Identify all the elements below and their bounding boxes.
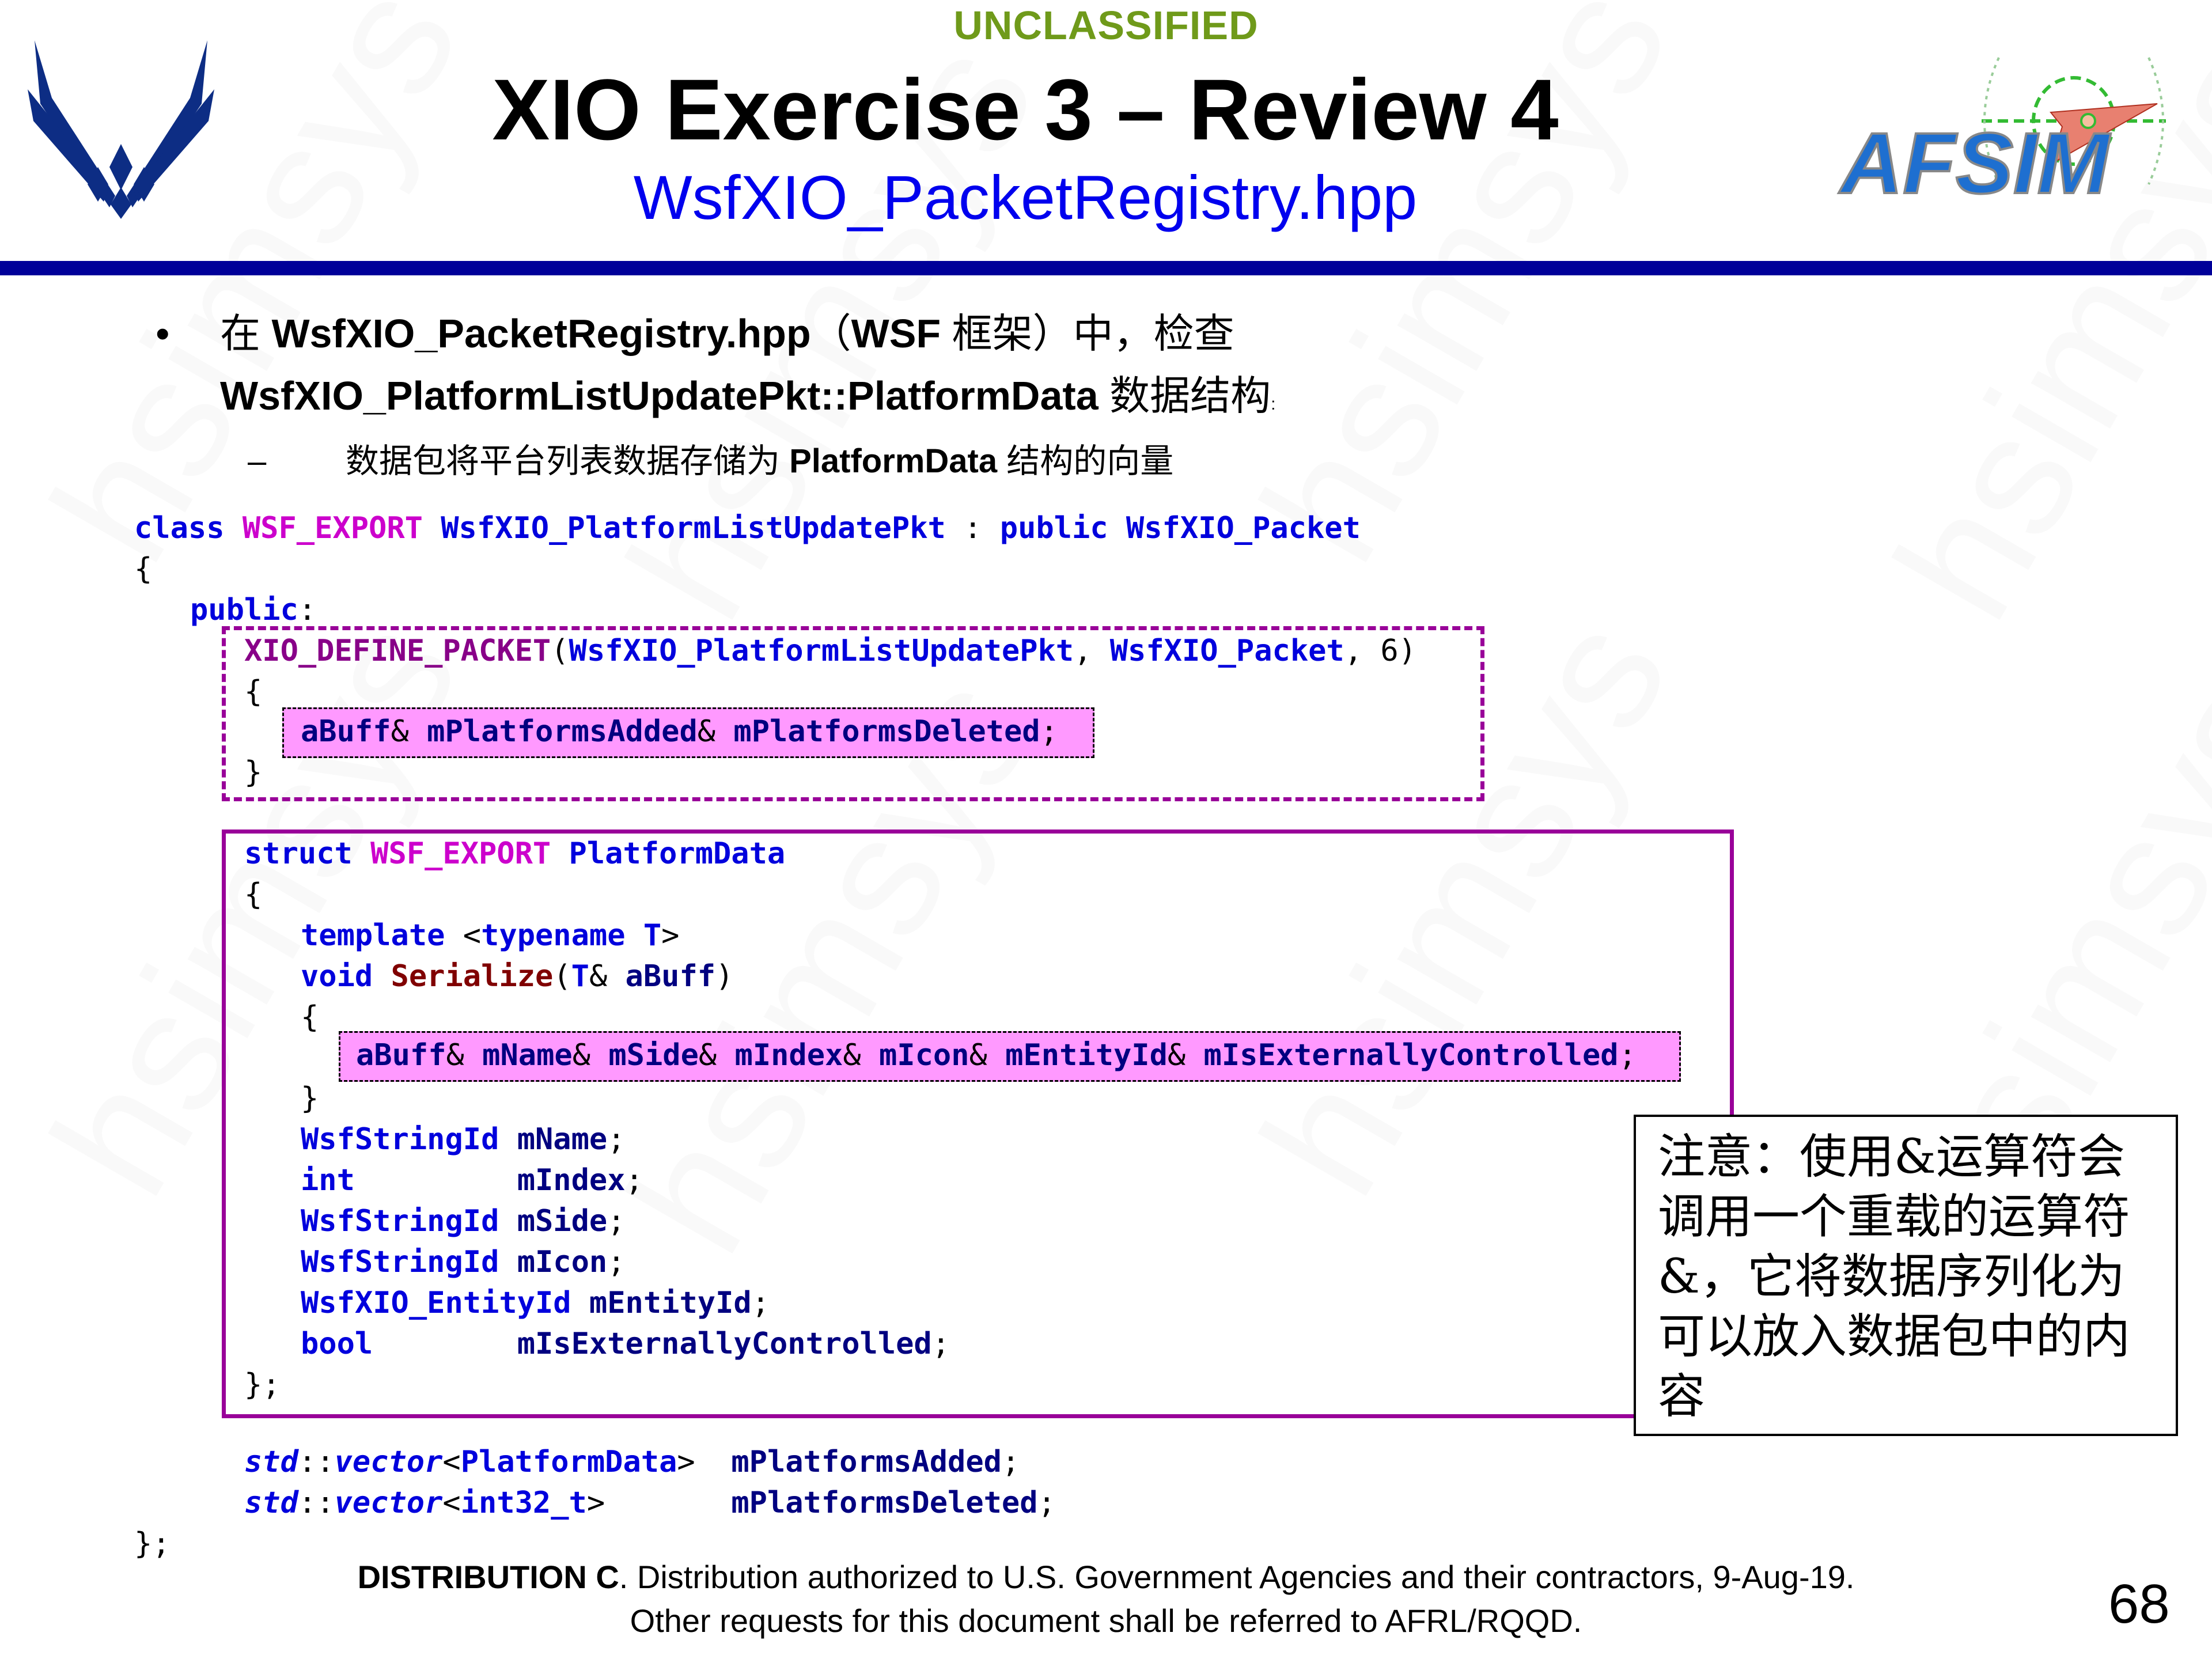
- code-line: {: [134, 552, 153, 586]
- bullet-dot: •: [156, 311, 170, 356]
- bullet-list: • 在 WsfXIO_PacketRegistry.hpp（WSF 框架）中，检…: [150, 302, 2108, 487]
- note-callout: 注意：使用&运算符会 调用一个重载的运算符 &，它将数据序列化为 可以放入数据包…: [1634, 1115, 2178, 1436]
- code-line: aBuff& mPlatformsAdded& mPlatformsDelete…: [301, 714, 1058, 749]
- code-line: public:: [190, 593, 317, 627]
- code-line: {: [244, 877, 263, 912]
- bullet-main: • 在 WsfXIO_PacketRegistry.hpp（WSF 框架）中，检…: [150, 302, 2108, 435]
- code-line: }: [301, 1081, 319, 1116]
- svg-text:AFSIM: AFSIM: [1838, 115, 2111, 211]
- code-line: void Serialize(T& aBuff): [301, 959, 734, 994]
- distribution-footer: DISTRIBUTION C. Distribution authorized …: [357, 1559, 1855, 1639]
- code-line: };: [244, 1368, 281, 1402]
- callout-line: 可以放入数据包中的内: [1658, 1309, 2131, 1364]
- us-air-force-wings-icon: [28, 40, 214, 219]
- code-line: };: [134, 1527, 171, 1561]
- code-line: }: [244, 755, 263, 790]
- member-line: bool mIsExternallyControlled;: [301, 1327, 950, 1361]
- page-number: 68: [2108, 1573, 2170, 1635]
- member-line: WsfStringId mSide;: [301, 1204, 626, 1238]
- classification-label: UNCLASSIFIED: [953, 3, 1259, 48]
- vector-line: std::vector<PlatformData> mPlatformsAdde…: [244, 1445, 1020, 1479]
- code-line: XIO_DEFINE_PACKET(WsfXIO_PlatformListUpd…: [244, 634, 1416, 668]
- member-line: int mIndex;: [301, 1163, 643, 1198]
- page-subtitle: WsfXIO_PacketRegistry.hpp: [633, 162, 1418, 232]
- callout-line: 容: [1658, 1369, 1706, 1424]
- member-line: WsfXIO_EntityId mEntityId;: [301, 1286, 770, 1320]
- callout-line: 调用一个重载的运算符: [1658, 1190, 2131, 1244]
- serialize-highlight-1: [282, 707, 1094, 758]
- sub-bullet-dash: –: [248, 442, 267, 480]
- code-line: template <typename T>: [301, 918, 680, 953]
- header-divider-bar: [0, 261, 2212, 275]
- serialize-highlight-2: [339, 1031, 1681, 1082]
- bullet-sub: – 数据包将平台列表数据存储为 PlatformData 结构的向量: [150, 435, 2108, 487]
- afsim-logo-icon: AFSIM: [1837, 57, 2166, 213]
- code-line: {: [244, 675, 263, 709]
- code-line: aBuff& mName& mSide& mIndex& mIcon& mEnt…: [356, 1038, 1637, 1073]
- page-title: XIO Exercise 3 – Review 4: [492, 61, 1559, 158]
- member-line: WsfStringId mName;: [301, 1122, 626, 1157]
- code-line: {: [301, 1000, 319, 1035]
- code-line: class WSF_EXPORT WsfXIO_PlatformListUpda…: [134, 511, 1361, 546]
- member-line: WsfStringId mIcon;: [301, 1245, 626, 1279]
- vector-line: std::vector<int32_t> mPlatformsDeleted;: [244, 1486, 1056, 1520]
- callout-line: 注意：使用&运算符会: [1658, 1130, 2125, 1184]
- define-packet-dashed-box: [222, 626, 1484, 801]
- code-line: struct WSF_EXPORT PlatformData: [244, 836, 786, 871]
- callout-line: &，它将数据序列化为: [1658, 1249, 2125, 1304]
